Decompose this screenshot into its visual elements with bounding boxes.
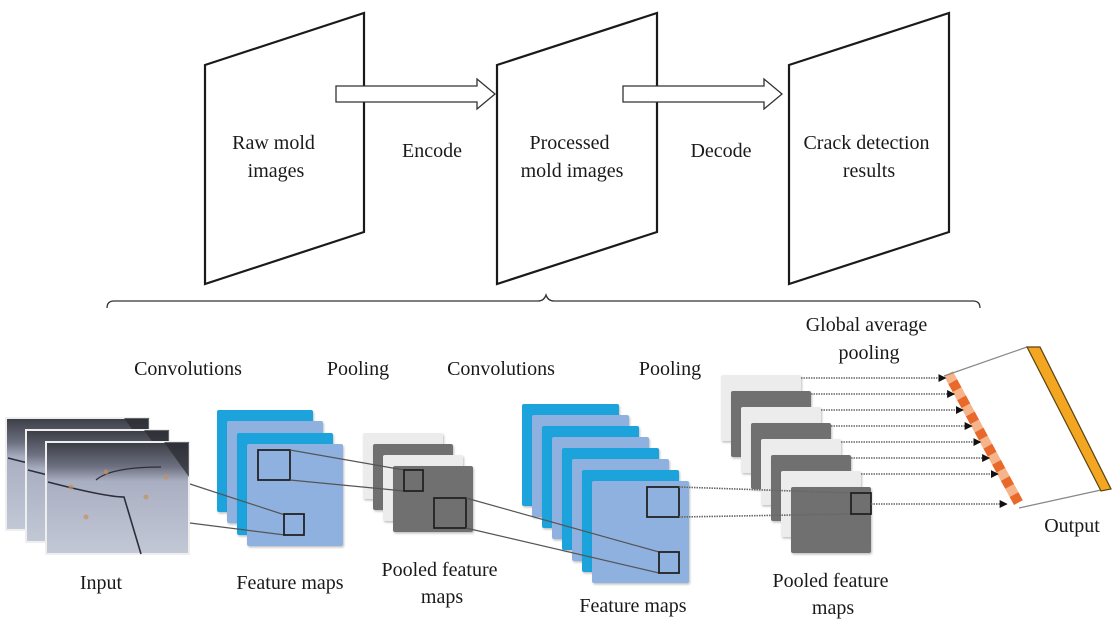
image-plane: [203, 11, 366, 286]
connection-line: [189, 522, 286, 536]
kernel-box: [257, 449, 291, 481]
grouping-brace: [106, 292, 981, 309]
feature-maps-2-stack: [522, 404, 689, 583]
top-pipeline: Raw mold images Processed mold images Cr…: [106, 11, 981, 309]
layer-label-feature-maps-2: Feature maps: [579, 595, 686, 617]
decode-label: Decode: [690, 140, 751, 162]
output-vector: [1026, 346, 1112, 492]
gap-cell: [979, 435, 993, 449]
pooled-feature-map: [791, 487, 871, 553]
gap-cell: [987, 451, 1001, 465]
gap-cell: [957, 395, 971, 409]
input-image-stack: [5, 417, 190, 555]
connection-line: [465, 497, 660, 553]
gap-cell: [996, 467, 1010, 481]
gap-cell: [992, 459, 1006, 473]
block-arrow-icon: [622, 77, 784, 111]
gap-cell: [983, 443, 997, 457]
layer-label-pooled-feature-maps-1: Pooled feature maps: [381, 559, 502, 608]
op-label-global-average-pooling: Global average pooling: [806, 314, 933, 364]
feature-map: [247, 444, 343, 546]
cnn-operation-labels: Convolutions Pooling Convolutions Poolin…: [134, 314, 933, 380]
op-label-pooling-2: Pooling: [639, 358, 701, 380]
output-layer: [943, 346, 1112, 509]
pooled-feature-maps-2-stack: [721, 375, 871, 553]
layer-label-output: Output: [1044, 515, 1100, 537]
stage-label: Raw mold images: [232, 132, 320, 182]
gap-cell: [948, 379, 962, 393]
op-label-convolutions-2: Convolutions: [447, 358, 555, 380]
stage-label: Crack detection results: [803, 132, 934, 182]
connection-line: [189, 483, 286, 516]
feature-maps-1-stack: [217, 410, 343, 546]
fc-connection-line: [1018, 489, 1102, 509]
gap-cell: [1009, 492, 1023, 505]
pooled-feature-maps-1-stack: [363, 433, 473, 532]
encode-label: Encode: [402, 140, 462, 162]
gap-cell: [952, 387, 966, 401]
kernel-box: [433, 497, 467, 529]
kernel-box: [658, 551, 680, 574]
stage-processed-mold-images: Processed mold images: [495, 11, 659, 286]
connection-line: [678, 486, 852, 494]
image-plane: [495, 11, 659, 286]
gap-cell: [1005, 484, 1019, 497]
feature-map: [592, 481, 689, 583]
stage-raw-mold-images: Raw mold images: [203, 11, 366, 286]
stage-crack-detection-results: Crack detection results: [787, 11, 951, 286]
receptive-field-connections: [189, 449, 872, 574]
op-label-convolutions-1: Convolutions: [134, 358, 242, 380]
op-label-pooling-1: Pooling: [327, 358, 389, 380]
layer-label-feature-maps-1: Feature maps: [236, 572, 343, 594]
layer-label-input: Input: [80, 572, 123, 594]
decode-transition: Decode: [622, 77, 784, 162]
layer-label-pooled-feature-maps-2: Pooled feature maps: [772, 570, 893, 619]
block-arrow-icon: [335, 77, 497, 111]
kernel-box: [283, 513, 305, 536]
connection-line: [678, 513, 852, 518]
input-image: [45, 441, 190, 555]
connection-line: [289, 479, 405, 492]
encode-transition: Encode: [335, 77, 497, 162]
connection-line: [465, 527, 660, 574]
kernel-box: [403, 469, 424, 492]
gap-cell: [965, 411, 980, 425]
gap-cell: [1000, 476, 1015, 489]
pooled-feature-map: [393, 466, 473, 532]
cnn-layer-labels: Input Feature maps Pooled feature maps F…: [80, 515, 1100, 619]
kernel-box: [646, 486, 680, 518]
image-plane: [787, 11, 951, 286]
gap-cell: [970, 419, 984, 433]
stage-label: Processed mold images: [521, 132, 624, 182]
connection-line: [289, 449, 405, 471]
gap-arrows: [801, 374, 1008, 508]
global-average-pooling-vector: [944, 371, 1023, 505]
gap-cell: [974, 427, 988, 441]
gap-cell: [961, 403, 975, 417]
cnn-layers: [5, 346, 1112, 583]
fc-connection-line: [943, 346, 1028, 377]
